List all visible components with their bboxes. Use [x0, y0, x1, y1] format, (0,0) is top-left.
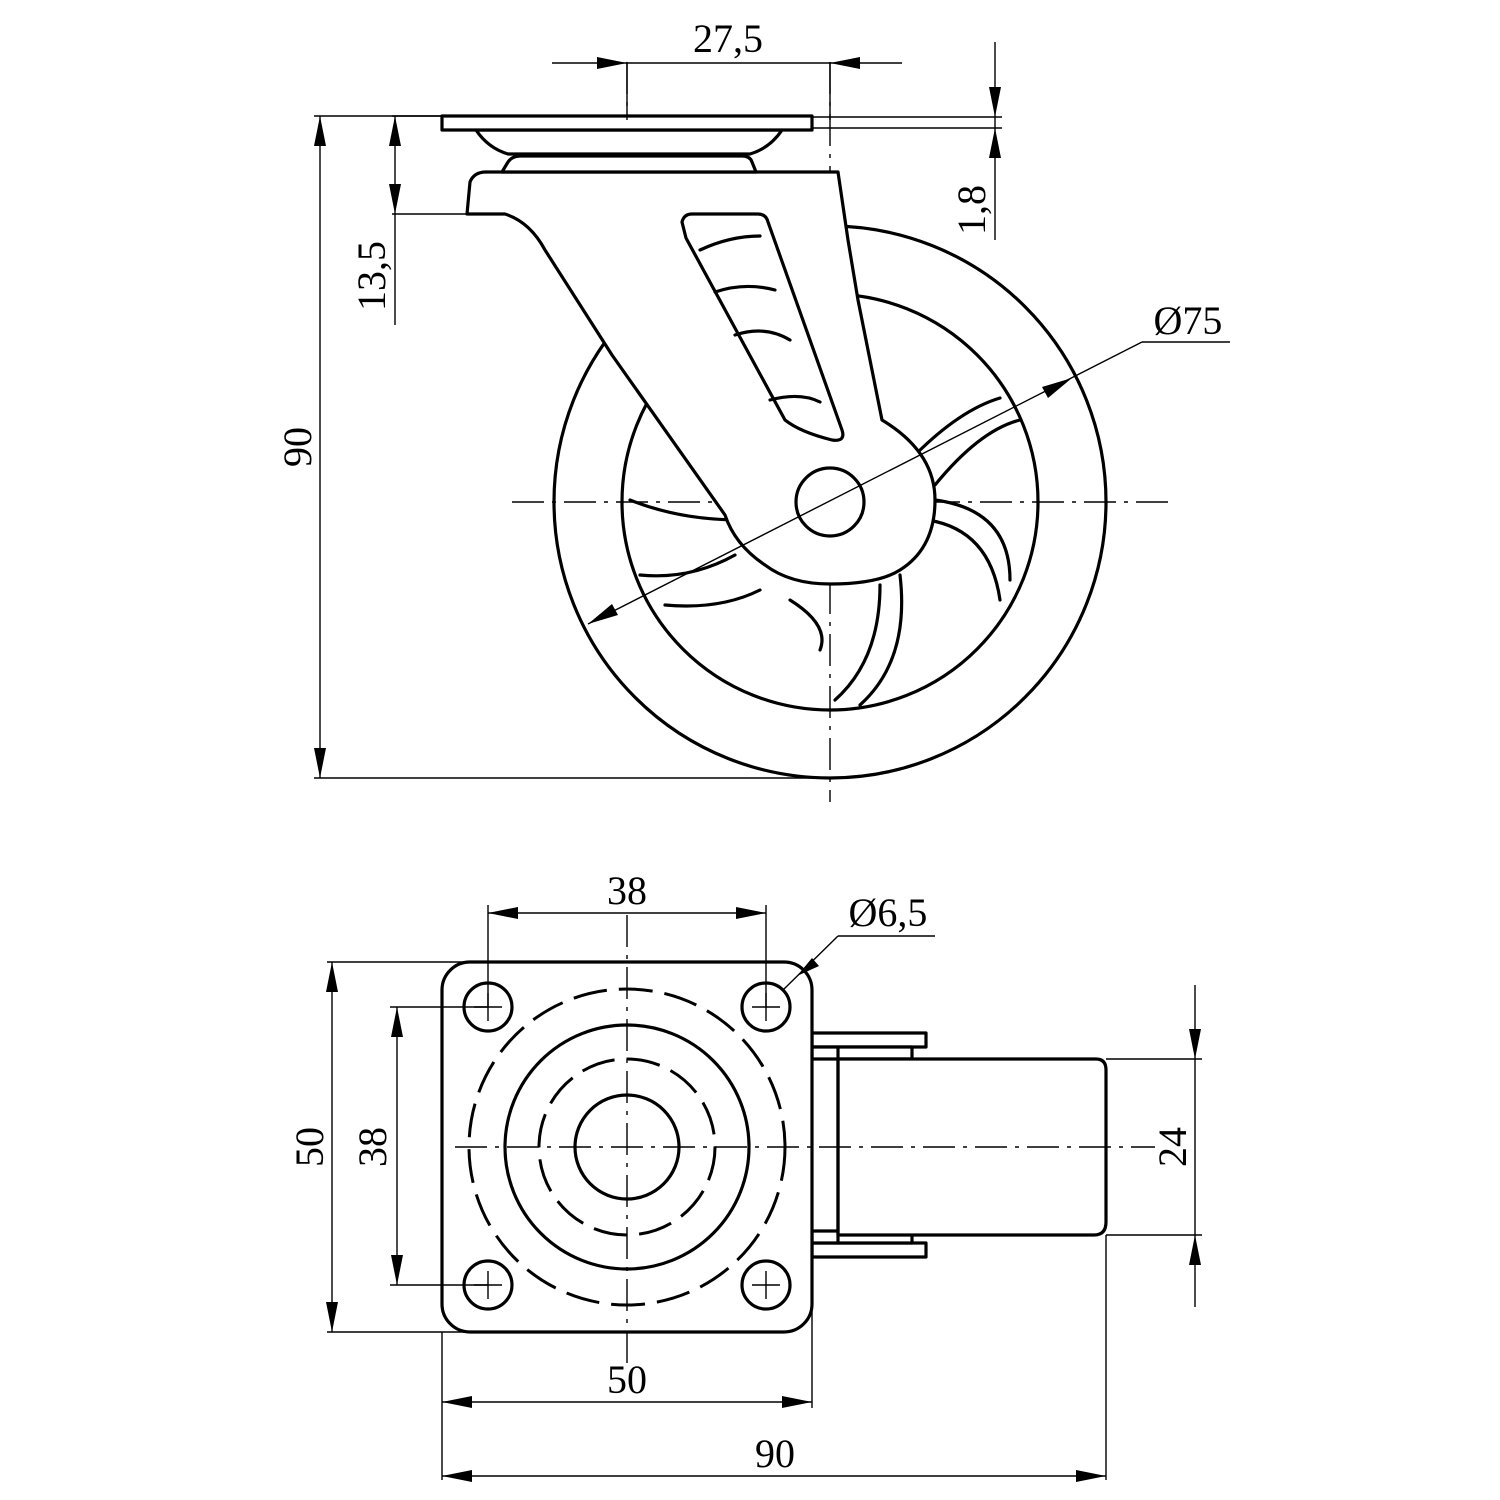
swivel-cup	[474, 128, 784, 156]
wheel-top-view	[836, 1057, 1108, 1237]
swivel-boss-outer	[503, 1023, 751, 1271]
swivel-race	[500, 154, 758, 174]
slot-spoke-arc-4	[768, 394, 822, 404]
axle-hub	[794, 466, 866, 538]
slot-spoke-arc-2	[713, 284, 777, 294]
dimension-90-height: 90	[275, 115, 830, 779]
dimension-50-vertical: 50	[287, 961, 470, 1333]
slot-spoke-arc-1	[698, 234, 762, 252]
dim-label-13-5: 13,5	[349, 241, 394, 311]
fork-leg-top	[810, 1031, 928, 1049]
dimension-hole-diameter: Ø6,5	[782, 890, 935, 991]
fork-side-top	[810, 1045, 914, 1061]
dimension-27-5: 27,5	[552, 16, 902, 120]
dim-label-1-8: 1,8	[949, 185, 994, 235]
top-view: 38 Ø6,5 50 38	[287, 868, 1202, 1482]
dim-label-38-vertical: 38	[350, 1127, 395, 1167]
mounting-hole-bottom-right	[740, 1259, 792, 1311]
king-pin-boss	[573, 1093, 681, 1201]
dimension-38-vertical: 38	[350, 1006, 488, 1286]
dimension-90-horizontal: 90	[442, 1235, 1107, 1482]
side-view: 27,5 1,8 13,5 90	[275, 16, 1230, 802]
dim-label-24: 24	[1150, 1127, 1195, 1167]
dim-label-27-5: 27,5	[693, 16, 763, 61]
dimension-50-horizontal: 50	[441, 1257, 813, 1480]
fork-leg-bottom	[810, 1241, 928, 1259]
dim-label-90-horizontal: 90	[755, 1431, 795, 1476]
dim-label-50-horizontal: 50	[607, 1357, 647, 1402]
dimension-wheel-diameter: Ø75	[587, 298, 1230, 625]
dim-label-38-horizontal: 38	[607, 868, 647, 913]
dimension-38-horizontal: 38	[487, 868, 767, 1007]
dim-label-50-vertical: 50	[287, 1127, 332, 1167]
dimension-1-8: 1,8	[812, 42, 1002, 240]
bracket-slot	[680, 212, 845, 442]
dim-label-90-height: 90	[275, 427, 320, 467]
slot-spoke-arc-3	[733, 329, 792, 342]
hidden-outer-race	[467, 987, 787, 1307]
dim-label-hole-diameter: Ø6,5	[849, 890, 928, 935]
dimension-13-5: 13,5	[349, 115, 467, 325]
hidden-inner-race	[537, 1057, 717, 1237]
dim-label-wheel-diameter: Ø75	[1154, 298, 1223, 343]
dimension-24: 24	[1106, 985, 1202, 1307]
